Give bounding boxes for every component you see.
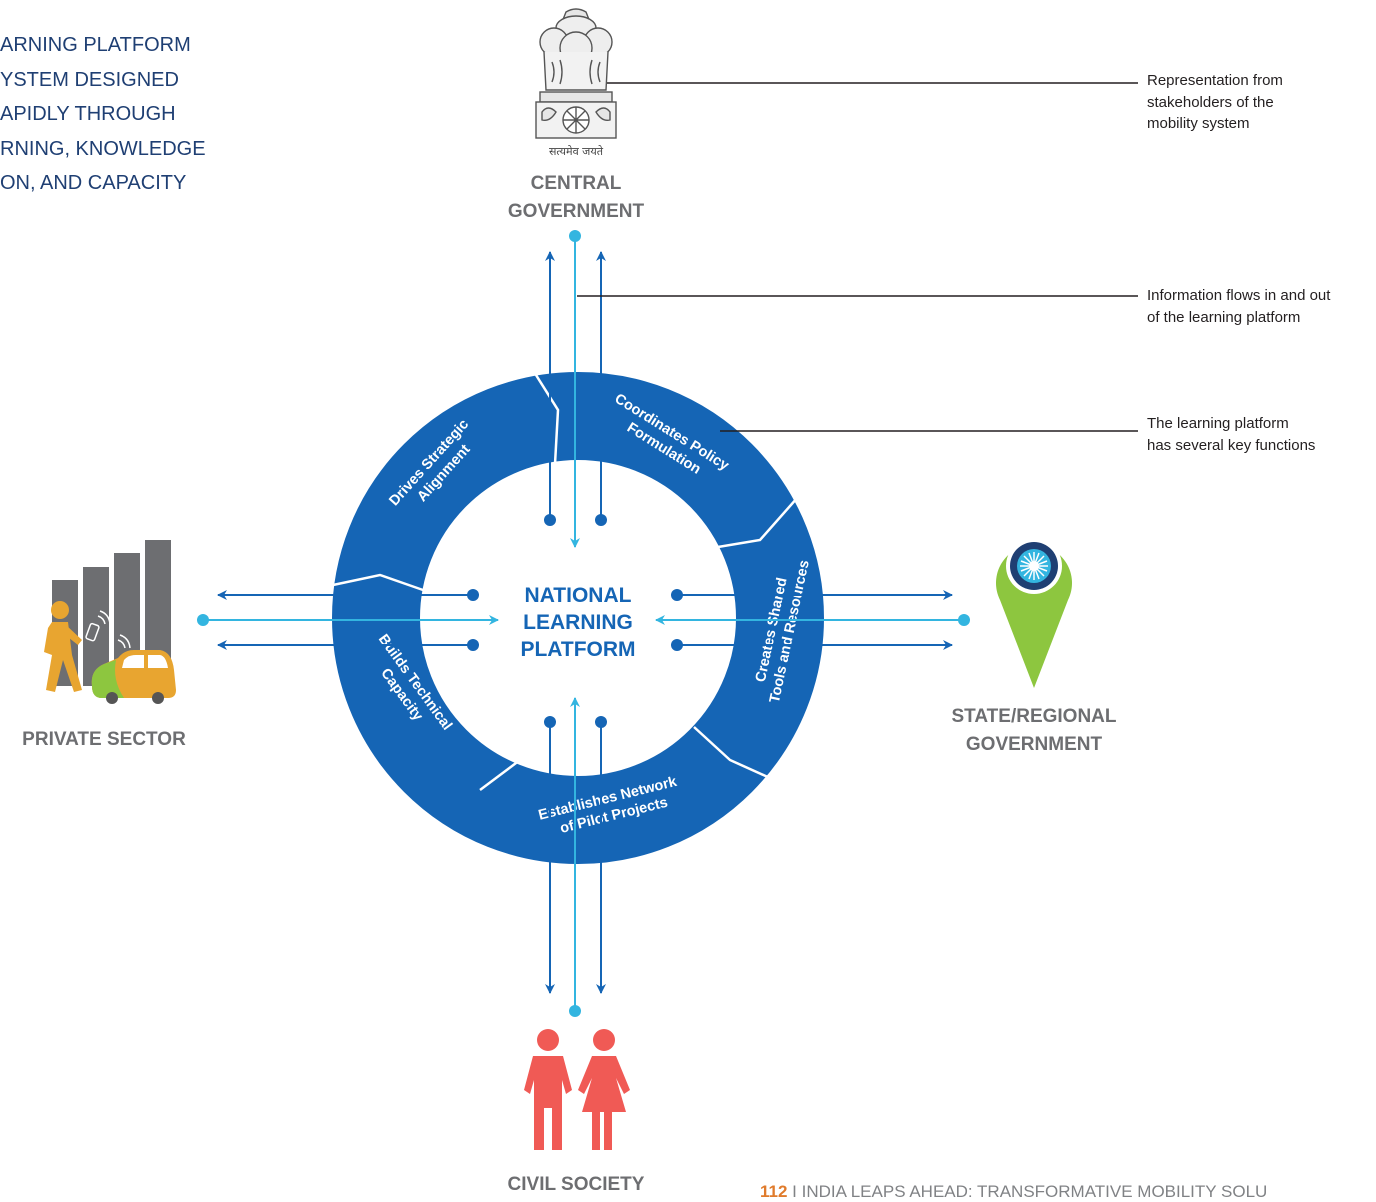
intro-line: ARNING PLATFORM bbox=[0, 34, 191, 56]
stakeholder-label-civil: CIVIL SOCIETY bbox=[476, 1171, 676, 1199]
callout-line: mobility system bbox=[1147, 115, 1250, 132]
callout-information: Information flows in and out of the lear… bbox=[1147, 285, 1330, 328]
connector-dot bbox=[569, 1005, 581, 1017]
woman-figure-icon bbox=[578, 1029, 630, 1150]
connector-dot bbox=[595, 716, 607, 728]
callout-line: has several key functions bbox=[1147, 436, 1316, 454]
page-footer: 112 I INDIA LEAPS AHEAD: TRANSFORMATIVE … bbox=[760, 1182, 1267, 1202]
footer-title: I INDIA LEAPS AHEAD: TRANSFORMATIVE MOBI… bbox=[787, 1182, 1268, 1201]
connector-dot bbox=[467, 589, 479, 601]
platform-ring bbox=[332, 372, 824, 864]
callout-line: stakeholders of the bbox=[1147, 93, 1274, 111]
national-emblem-icon bbox=[535, 8, 617, 139]
stakeholder-label-central: CENTRAL GOVERNMENT bbox=[476, 170, 676, 226]
label-line: CIVIL SOCIETY bbox=[507, 1174, 645, 1195]
label-line: STATE/REGIONAL bbox=[951, 706, 1117, 727]
connector-dot bbox=[671, 589, 683, 601]
phone-signal-icon bbox=[85, 610, 131, 649]
stakeholder-label-private: PRIVATE SECTOR bbox=[0, 726, 208, 754]
map-pin-icon bbox=[996, 538, 1072, 688]
stakeholder-label-state: STATE/REGIONAL GOVERNMENT bbox=[924, 703, 1144, 759]
title-line: PLATFORM bbox=[520, 638, 636, 661]
callout-functions: The learning platform has several key fu… bbox=[1147, 413, 1315, 456]
intro-line: YSTEM DESIGNED bbox=[0, 68, 179, 91]
connector-dot bbox=[544, 514, 556, 526]
callout-line: The learning platform bbox=[1147, 415, 1289, 432]
intro-line: RNING, KNOWLEDGE bbox=[0, 137, 206, 160]
electric-car-icon bbox=[91, 650, 176, 704]
private-sector-icon bbox=[44, 540, 176, 704]
label-line: CENTRAL bbox=[530, 173, 622, 194]
callout-line: Information flows in and out bbox=[1147, 287, 1331, 304]
label-line: GOVERNMENT bbox=[507, 201, 645, 222]
connector-dot bbox=[595, 514, 607, 526]
title-line: NATIONAL bbox=[524, 584, 632, 607]
label-line: GOVERNMENT bbox=[965, 734, 1103, 755]
pedestrian-icon bbox=[44, 601, 82, 692]
connector-dot bbox=[569, 230, 581, 242]
man-figure-icon bbox=[524, 1029, 572, 1150]
connector-bottom bbox=[545, 697, 606, 1011]
connector-dot bbox=[467, 639, 479, 651]
connector-dot bbox=[197, 614, 209, 626]
callout-representation: Representation from stakeholders of the … bbox=[1147, 70, 1283, 135]
connector-dot bbox=[544, 716, 556, 728]
ring-dividers bbox=[332, 374, 799, 791]
emblem-motto: सत्यमेव जयते bbox=[549, 145, 604, 158]
connector-dot bbox=[671, 639, 683, 651]
callout-line: Representation from bbox=[1147, 72, 1283, 89]
connector-dot bbox=[958, 614, 970, 626]
page-number: 112 bbox=[760, 1182, 788, 1201]
callout-line: of the learning platform bbox=[1147, 308, 1301, 326]
civil-society-icon bbox=[524, 1029, 630, 1150]
platform-center-title: NATIONAL LEARNING PLATFORM bbox=[498, 582, 658, 663]
label-line: PRIVATE SECTOR bbox=[22, 729, 186, 750]
connector-left bbox=[203, 590, 499, 650]
title-line: LEARNING bbox=[523, 611, 633, 634]
intro-text: ARNING PLATFORM YSTEM DESIGNED APIDLY TH… bbox=[0, 28, 260, 201]
connector-right bbox=[655, 590, 964, 650]
intro-line: ON, AND CAPACITY bbox=[0, 172, 187, 194]
intro-line: APIDLY THROUGH bbox=[0, 103, 176, 125]
